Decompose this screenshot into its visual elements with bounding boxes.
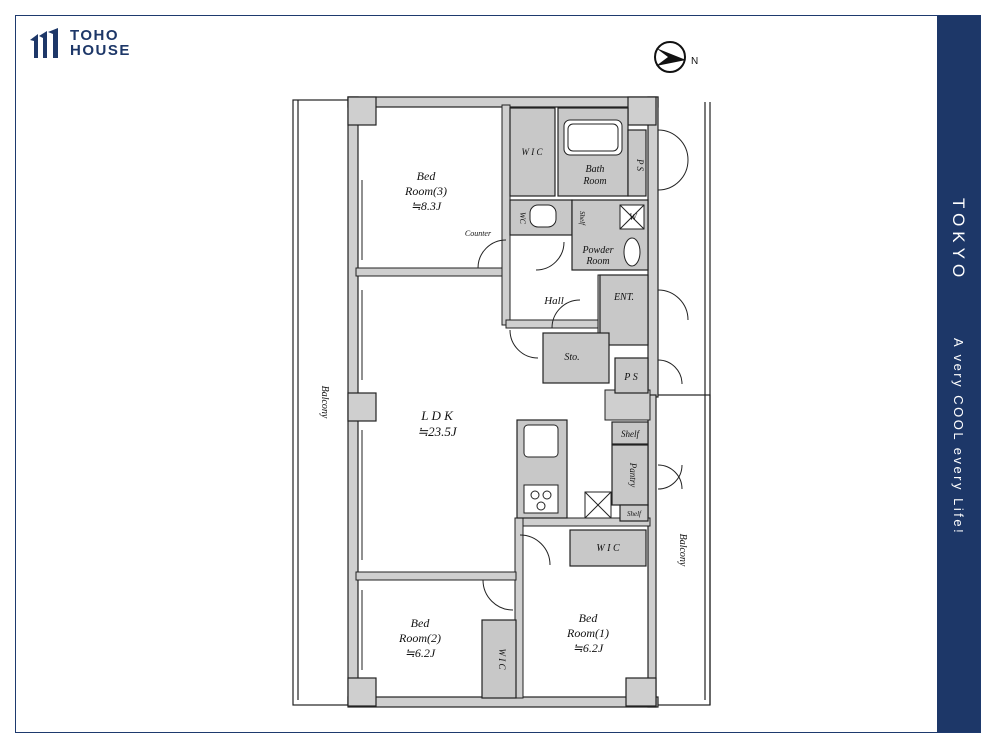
bed3-area: ≒8.3J: [411, 199, 442, 213]
sink: [523, 424, 559, 458]
bed1-label-1: Bed: [579, 611, 599, 625]
ldk-area: ≒23.5J: [417, 424, 458, 439]
storage: [542, 332, 610, 384]
washer-label: W: [629, 212, 638, 222]
bed1-area: ≒6.2J: [573, 641, 604, 655]
compass-needle-icon: [656, 48, 686, 66]
ps-top-label: P S: [635, 158, 645, 172]
wc-label: WC: [518, 212, 527, 225]
shelf-small-label: Shelf: [578, 211, 586, 226]
powder-label-2: Room: [585, 256, 609, 267]
balcony-left-label: Balcony: [319, 386, 330, 419]
bed2-label-2: Room(2): [398, 631, 441, 645]
hall-label: Hall: [543, 295, 564, 307]
toilet: [529, 204, 557, 228]
wic-mid: [569, 529, 647, 567]
ent-label: ENT.: [613, 292, 634, 303]
column: [625, 677, 657, 707]
brand-mark-icon: [30, 28, 58, 58]
basin: [623, 237, 641, 267]
brand-line2: HOUSE: [70, 42, 131, 59]
ldk-label: L D K: [420, 408, 454, 423]
bath-label-1: Bath: [586, 164, 605, 175]
column: [347, 392, 377, 422]
page-frame: [15, 15, 981, 733]
column: [627, 96, 657, 126]
wic-bed2-label: W I C: [497, 649, 507, 671]
shelf-pantry-top: [611, 421, 649, 445]
shelf-pantry-bottom: [619, 504, 649, 522]
counter-label: Counter: [465, 229, 492, 238]
bed2-area: ≒6.2J: [405, 646, 436, 660]
column: [347, 96, 377, 126]
wic-mid-label: W I C: [596, 543, 620, 554]
bed3-label-2: Room(3): [404, 184, 447, 198]
brand-line1: TOHO: [70, 27, 120, 44]
entrance: [599, 274, 649, 346]
balcony-right-label: Balcony: [677, 534, 688, 567]
ps-mid: [614, 357, 649, 394]
column: [347, 677, 377, 707]
wic-top: [509, 107, 556, 197]
pantry-label: Pantry: [628, 462, 638, 488]
bathtub: [563, 119, 623, 156]
bath-label-2: Room: [582, 176, 606, 187]
bed2-label-1: Bed: [411, 616, 431, 630]
compass-north-label: N: [691, 56, 698, 67]
shelf-pantry-top-label: Shelf: [621, 429, 640, 439]
ps-mid-label: P S: [623, 372, 637, 383]
powder-label-1: Powder: [581, 245, 613, 256]
wic-bed2: [481, 619, 517, 699]
pantry: [611, 444, 649, 506]
side-band: [937, 16, 980, 732]
bed1-label-2: Room(1): [566, 626, 609, 640]
ps-top: [627, 129, 647, 197]
bed3-label-1: Bed: [417, 169, 437, 183]
sto-label: Sto.: [564, 352, 579, 363]
shelf-pantry-bottom-label: Shelf: [627, 510, 642, 518]
compass: N: [654, 41, 698, 73]
brand-logo: TOHO HOUSE: [28, 28, 131, 58]
wic-top-label: W I C: [522, 147, 544, 157]
